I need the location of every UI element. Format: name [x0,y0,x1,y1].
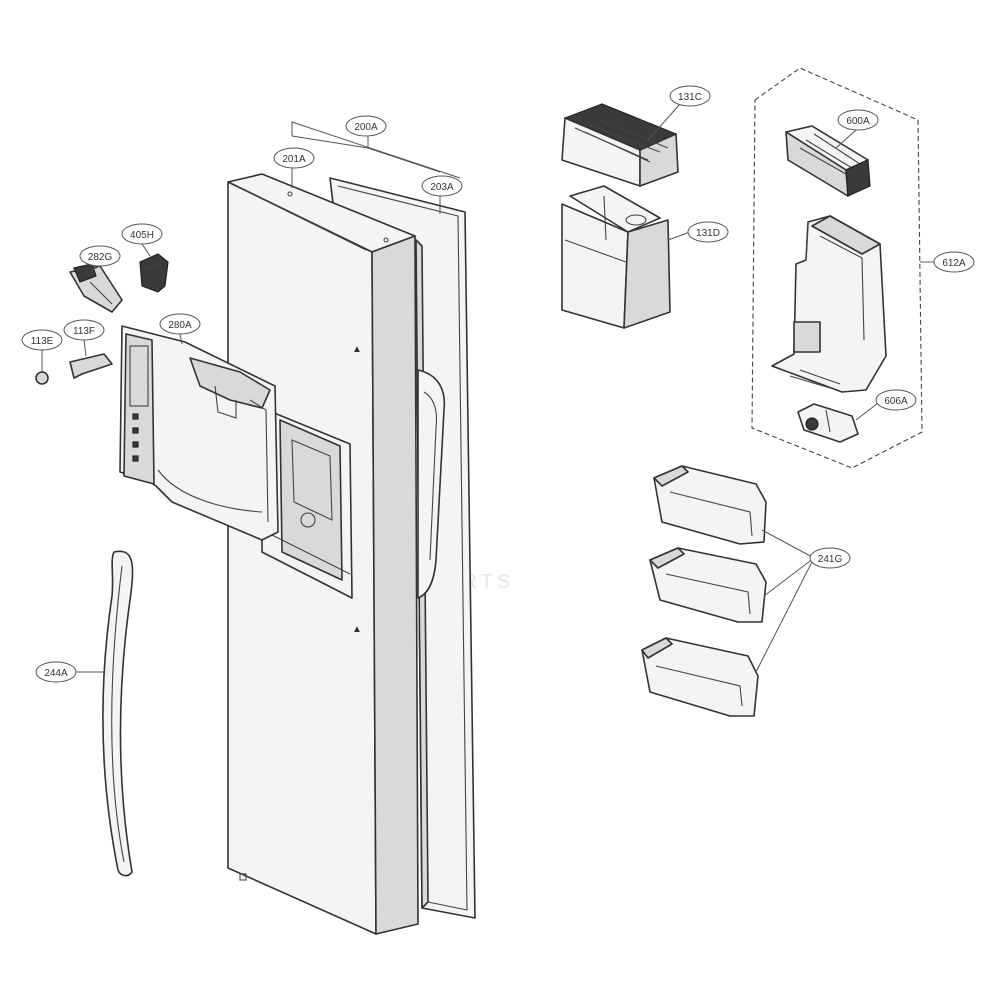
callout-241g: 241G [809,547,851,569]
callout-612a: 612A [933,251,975,273]
leader-lines [41,103,936,673]
callout-label: 200A [354,122,378,133]
callout-600a: 600A [837,109,879,131]
callout-131c: 131C [669,85,711,107]
part-113f[interactable] [69,353,113,379]
callout-label: 600A [846,116,870,127]
part-606a[interactable] [797,403,859,443]
callout-282g: 282G [79,245,121,267]
callout-label: 131C [678,92,702,103]
icemaker-assembly-group [751,67,923,469]
callout-label: 131D [696,228,720,239]
part-131c[interactable] [561,103,679,187]
callout-131d: 131D [687,221,729,243]
callout-203a: 203A [421,175,463,197]
callout-606a: 606A [875,389,917,411]
callout-label: 241G [818,554,843,565]
door-arrow-mark: ▲ [352,344,362,355]
part-600a[interactable] [785,125,871,197]
dispenser-cover[interactable] [119,325,279,541]
part-282g[interactable] [69,263,123,313]
part-405h[interactable] [139,253,169,293]
dispenser-recess[interactable] [261,407,353,599]
door-bin-top[interactable] [653,465,767,545]
callout-280a: 280A [159,313,201,335]
callout-label: 113F [73,326,95,337]
callout-label: 282G [88,252,113,263]
callout-label: 612A [942,258,966,269]
callout-label: 244A [44,668,68,679]
part-131d[interactable] [561,185,671,329]
callout-405h: 405H [121,223,163,245]
door-arrow-mark: ▲ [352,624,362,635]
callout-label: 203A [430,182,454,193]
callout-label: 113E [31,336,54,347]
callout-label: 405H [130,230,154,241]
door-bin-middle[interactable] [649,547,767,623]
door-bin-bottom[interactable] [641,637,759,717]
callout-113f: 113F [63,319,105,341]
callout-label: 606A [884,396,908,407]
door-handle[interactable] [102,550,134,877]
callout-201a: 201A [273,147,315,169]
callout-113e: 113E [21,329,63,351]
rear-door-handle [417,369,446,599]
callout-label: 201A [282,154,306,165]
callout-label: 280A [168,320,192,331]
icemaker-housing[interactable] [771,215,887,393]
part-113e[interactable] [35,371,49,385]
callout-200a: 200A [345,115,387,137]
callout-244a: 244A [35,661,77,683]
